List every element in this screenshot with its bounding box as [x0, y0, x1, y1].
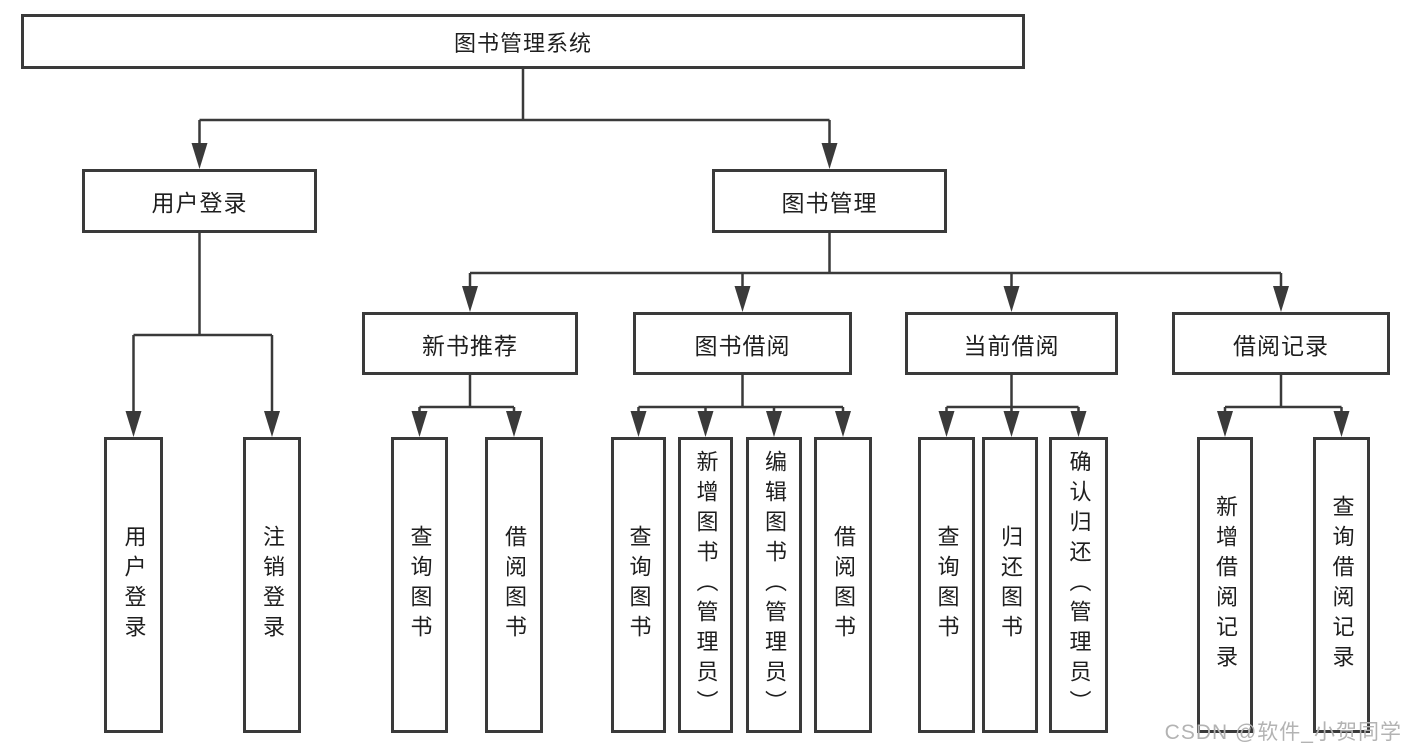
- node-leaf-add-books-admin-label: 新增图书（管理员）: [693, 450, 719, 720]
- node-user-login: 用户登录: [82, 169, 317, 233]
- node-new-book-recommend: 新书推荐: [362, 312, 578, 375]
- node-leaf-query-borrow-record-label: 查询借阅记录: [1329, 495, 1355, 675]
- node-new-book-recommend-label: 新书推荐: [422, 332, 518, 359]
- node-borrowing-records: 借阅记录: [1172, 312, 1390, 375]
- node-current-borrowing-label: 当前借阅: [963, 332, 1060, 359]
- edge-book-management-to-level3: [468, 233, 1283, 305]
- node-leaf-add-borrow-record: 新增借阅记录: [1197, 437, 1253, 733]
- node-leaf-return-books: 归还图书: [982, 437, 1038, 733]
- node-leaf-query-books: 查询图书: [611, 437, 666, 733]
- node-book-borrowing-label: 图书借阅: [694, 332, 791, 359]
- node-root: 图书管理系统: [21, 14, 1025, 69]
- node-leaf-edit-books-admin: 编辑图书（管理员）: [746, 437, 802, 733]
- node-user-login-label: 用户登录: [151, 190, 248, 216]
- node-leaf-query-books-label: 查询图书: [626, 525, 652, 645]
- node-leaf-logout-label: 注销登录: [260, 525, 285, 645]
- node-leaf-borrow-books: 借阅图书: [485, 437, 543, 733]
- node-leaf-return-books-label: 归还图书: [998, 525, 1023, 645]
- node-borrowing-records-label: 借阅记录: [1233, 332, 1329, 359]
- edge-user-login-arrowheads: [125, 411, 280, 437]
- edge-book-borrowing-to-leaves: [637, 375, 845, 430]
- edge-new-book-to-leaves: [418, 375, 516, 430]
- node-leaf-borrow-books-label: 借阅图书: [502, 525, 527, 645]
- node-leaf-logout: 注销登录: [243, 437, 301, 733]
- node-leaf-query-books-label: 查询图书: [407, 525, 433, 645]
- node-leaf-edit-books-admin-label: 编辑图书（管理员）: [762, 450, 787, 720]
- node-root-label: 图书管理系统: [453, 30, 592, 56]
- node-leaf-confirm-return-admin-label: 确认归还（管理员）: [1066, 450, 1092, 720]
- edge-borrowing-records-to-leaves: [1223, 375, 1343, 430]
- node-book-management-label: 图书管理: [781, 190, 878, 216]
- node-leaf-user-login: 用户登录: [104, 437, 163, 733]
- node-leaf-add-books-admin: 新增图书（管理员）: [678, 437, 733, 733]
- node-leaf-user-login-label: 用户登录: [121, 525, 147, 645]
- node-current-borrowing: 当前借阅: [905, 312, 1118, 375]
- edge-book-borrowing-arrowheads: [630, 411, 851, 437]
- node-leaf-confirm-return-admin: 确认归还（管理员）: [1049, 437, 1108, 733]
- node-leaf-query-books: 查询图书: [391, 437, 448, 733]
- node-leaf-borrow-books-label: 借阅图书: [831, 525, 856, 645]
- node-leaf-query-books-label: 查询图书: [934, 525, 960, 645]
- edge-current-borrowing-arrowheads: [938, 411, 1087, 437]
- node-book-borrowing: 图书借阅: [633, 312, 852, 375]
- node-leaf-borrow-books: 借阅图书: [814, 437, 872, 733]
- edge-new-book-arrowheads: [411, 411, 522, 437]
- edge-user-login-to-leaves: [132, 233, 274, 430]
- node-book-management: 图书管理: [712, 169, 947, 233]
- watermark: CSDN @软件_小贺同学: [1164, 721, 1402, 744]
- node-leaf-query-borrow-record: 查询借阅记录: [1313, 437, 1370, 733]
- node-leaf-query-books: 查询图书: [918, 437, 975, 733]
- edge-root-arrowheads: [191, 143, 838, 169]
- edge-borrowing-records-arrowheads: [1217, 411, 1350, 437]
- edge-book-management-arrowheads: [462, 286, 1289, 312]
- node-leaf-add-borrow-record-label: 新增借阅记录: [1213, 495, 1238, 675]
- edge-root-to-level2: [198, 69, 831, 162]
